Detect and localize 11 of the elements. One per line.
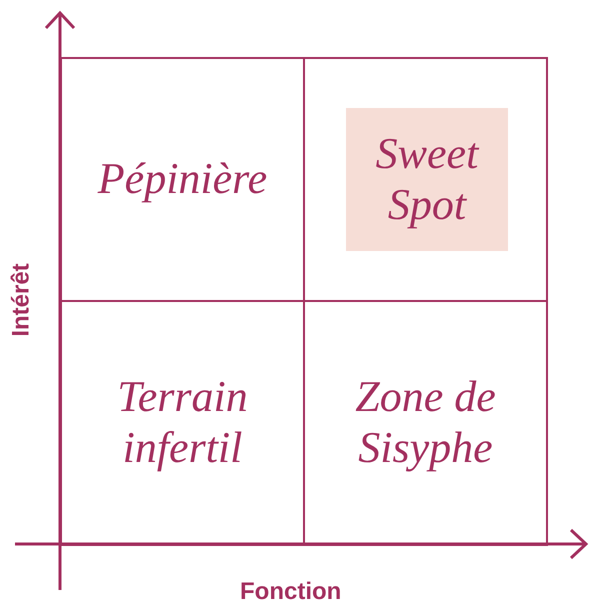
quadrant-cell [60, 300, 305, 546]
quadrant-cell [303, 300, 548, 546]
highlight-box [346, 108, 508, 251]
axis-label: Fonction [240, 578, 342, 605]
quadrant-label: Terrain infertil [116, 372, 249, 474]
quadrant-label: Sweet Spot [374, 128, 480, 230]
quadrant-label: Pépinière [98, 154, 268, 205]
quadrant-label: Zone de Sisyphe [354, 372, 497, 474]
axis-label: Intérêt [8, 263, 36, 337]
quadrant-cell [303, 57, 548, 302]
quadrant-cell [60, 57, 305, 302]
